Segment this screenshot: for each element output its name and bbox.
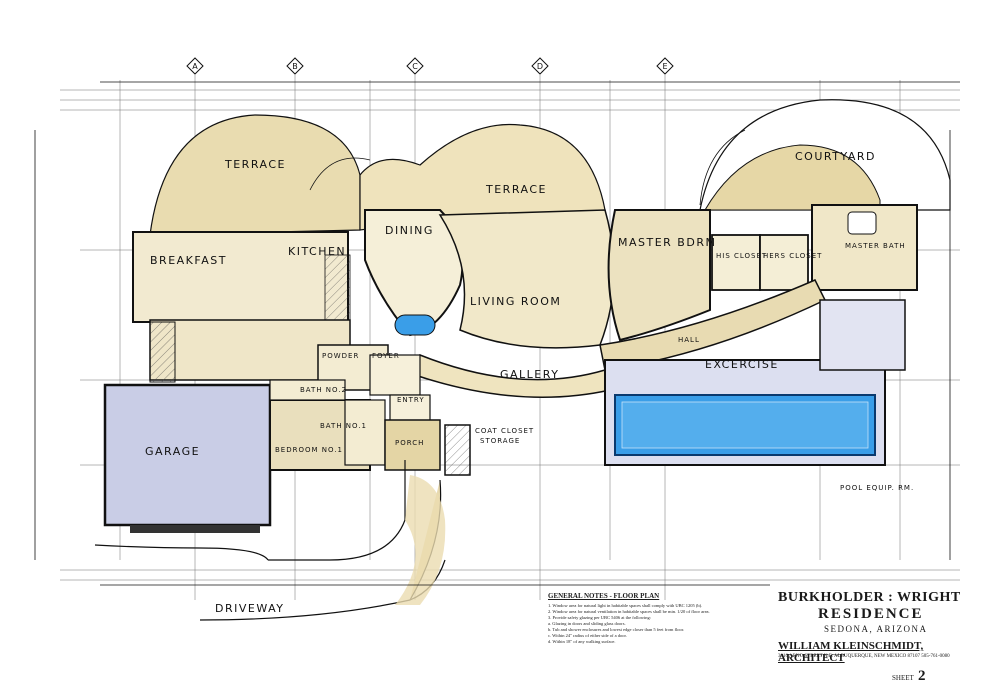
- label-excercise: EXCERCISE: [705, 358, 779, 371]
- label-pool-equip: POOL EQUIP. RM.: [840, 484, 914, 492]
- sheet-number: 2: [918, 668, 926, 684]
- label-hers-closet: HERS CLOSET: [763, 252, 822, 260]
- label-bedroom-no1: BEDROOM NO.1: [275, 446, 343, 454]
- label-driveway: DRIVEWAY: [215, 602, 285, 615]
- label-hall: HALL: [678, 336, 700, 344]
- label-terrace-center: TERRACE: [485, 183, 547, 196]
- project-subtitle: RESIDENCE: [818, 606, 924, 622]
- label-foyer: FOYER: [372, 352, 400, 360]
- grid-marker-e: E: [656, 57, 674, 75]
- label-courtyard: COURTYARD: [795, 150, 876, 163]
- note-item: a. Glazing in doors and sliding glass do…: [548, 621, 626, 626]
- label-coat-closet: COAT CLOSET: [475, 427, 534, 435]
- notes-title: GENERAL NOTES - FLOOR PLAN: [548, 592, 660, 600]
- label-dining: DINING: [385, 224, 434, 237]
- note-item: c. Within 24" radius of either side of a…: [548, 633, 627, 638]
- label-kitchen: KITCHEN: [288, 245, 346, 258]
- note-item: 3. Provide safety glazing per UBC 5406 a…: [548, 615, 651, 620]
- label-porch: PORCH: [395, 439, 424, 447]
- label-master-bath: MASTER BATH: [845, 242, 906, 250]
- grid-marker-b: B: [286, 57, 304, 75]
- label-powder: POWDER: [322, 352, 359, 360]
- courtyard-terrace-area: [704, 144, 881, 211]
- svg-text:C: C: [412, 62, 418, 71]
- terrace-center-area: [359, 123, 606, 231]
- sheet-label: SHEET: [892, 674, 914, 682]
- title-block: BURKHOLDER : WRIGHT RESIDENCE SEDONA, AR…: [772, 588, 984, 696]
- label-terrace-left: TERRACE: [224, 158, 286, 171]
- general-notes: GENERAL NOTES - FLOOR PLAN 1. Window are…: [548, 592, 770, 645]
- house-body: [103, 204, 918, 533]
- svg-text:A: A: [192, 62, 198, 71]
- terrace-left-area: [149, 114, 361, 236]
- note-item: 2. Window area for natural ventilation i…: [548, 609, 710, 614]
- svg-text:D: D: [537, 62, 543, 71]
- terraces: [149, 99, 951, 236]
- note-item: b. Tub and shower enclosures and lowest …: [548, 627, 685, 632]
- label-garage: GARAGE: [145, 445, 200, 458]
- label-his-closet: HIS CLOSET: [716, 252, 767, 260]
- label-bath-no2: BATH NO.2: [300, 386, 347, 394]
- project-location: SEDONA, ARIZONA: [824, 624, 928, 634]
- svg-text:E: E: [662, 62, 667, 71]
- living-room-area: [438, 209, 615, 349]
- label-storage: STORAGE: [480, 437, 520, 445]
- grid-markers: A B C D E: [186, 57, 674, 75]
- label-living-room: LIVING ROOM: [470, 295, 561, 308]
- project-title: BURKHOLDER : WRIGHT: [778, 590, 961, 605]
- label-gallery: GALLERY: [500, 368, 559, 381]
- label-bath-no1: BATH NO.1: [320, 422, 367, 430]
- grid-marker-c: C: [406, 57, 424, 75]
- garage-area: [103, 383, 272, 527]
- room-labels: TERRACE TERRACE COURTYARD BREAKFAST KITC…: [145, 150, 914, 615]
- note-item: d. Within 18" of any walking surface.: [548, 639, 616, 644]
- svg-text:B: B: [292, 62, 298, 71]
- grid-marker-d: D: [531, 57, 549, 75]
- label-breakfast: BREAKFAST: [150, 254, 227, 267]
- architect-address: 3816 ARNO STREET N.E. ALBUQUERQUE, NEW M…: [778, 654, 950, 659]
- dimension-ticks: [34, 81, 960, 586]
- label-entry: ENTRY: [397, 396, 425, 404]
- label-master-bdrm: MASTER BDRM: [618, 236, 716, 249]
- architect-name: WILLIAM KLEINSCHMIDT, ARCHITECT: [778, 640, 924, 664]
- grid-marker-a: A: [186, 57, 204, 75]
- note-item: 1. Window area for natural light in habi…: [548, 603, 703, 608]
- master-bdrm-area: [607, 209, 711, 342]
